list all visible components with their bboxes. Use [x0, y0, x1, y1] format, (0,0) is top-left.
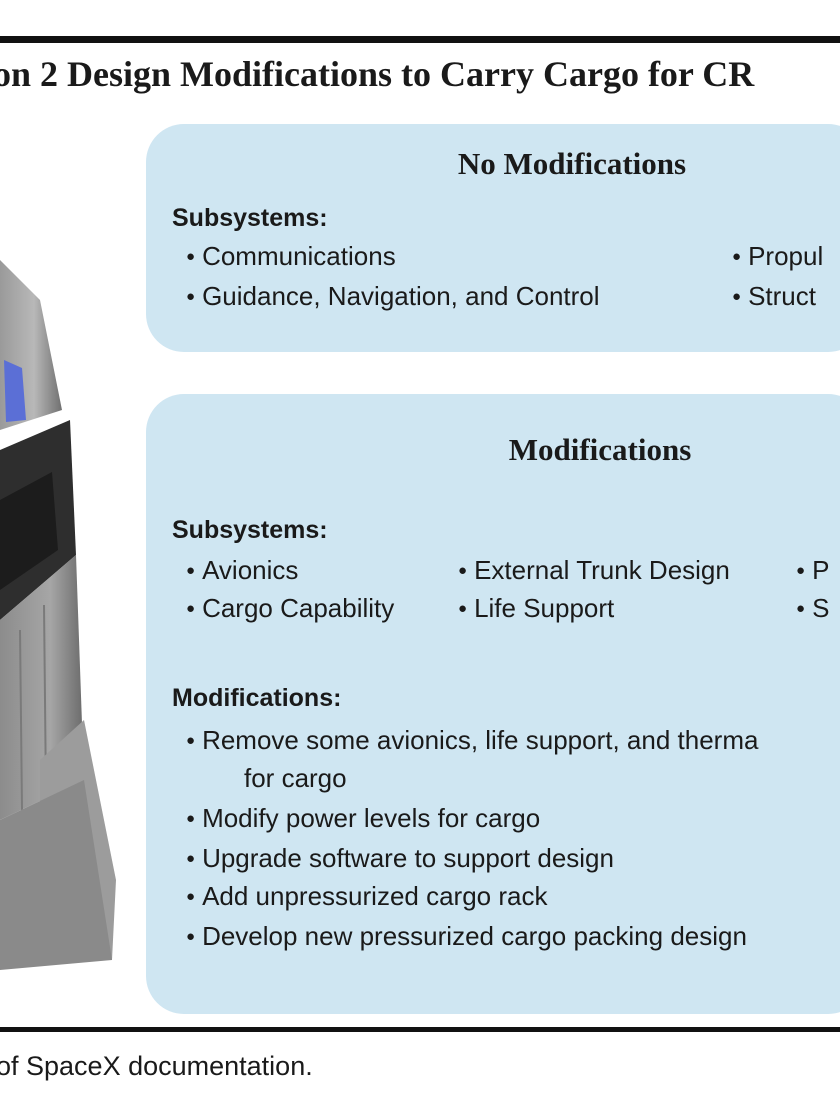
list-item: Struct	[732, 278, 816, 315]
list-item-continuation: for cargo	[244, 763, 347, 793]
list-item: P	[796, 552, 829, 589]
window-icon	[4, 360, 26, 422]
subsystems-label: Subsystems:	[172, 516, 328, 544]
list-item: Life Support	[458, 590, 614, 627]
list-item: Cargo Capability	[186, 590, 394, 627]
figure-title: on 2 Design Modifications to Carry Cargo…	[0, 54, 755, 94]
panel-title: No Modifications	[457, 146, 687, 181]
source-note: of SpaceX documentation.	[0, 1051, 313, 1081]
list-item: External Trunk Design	[458, 552, 730, 589]
list-item: Communications	[186, 238, 396, 275]
top-rule	[0, 36, 840, 43]
list-item: S	[796, 590, 829, 627]
modifications-label: Modifications:	[172, 684, 342, 712]
modifications-panel: Modifications Subsystems: Avionics Exter…	[146, 394, 840, 1014]
dragon-capsule-illustration	[0, 260, 116, 970]
list-item: Propul	[732, 238, 823, 275]
no-modifications-panel: No Modifications Subsystems: Communicati…	[146, 124, 840, 352]
list-item: Add unpressurized cargo rack	[186, 878, 547, 915]
panel-title: Modifications	[508, 432, 692, 467]
bottom-rule	[0, 1027, 840, 1032]
subsystems-label: Subsystems:	[172, 204, 328, 232]
list-item: Modify power levels for cargo	[186, 800, 540, 837]
list-item: Guidance, Navigation, and Control	[186, 278, 599, 315]
list-item: Avionics	[186, 552, 298, 589]
list-item: Develop new pressurized cargo packing de…	[186, 918, 747, 955]
list-item: Remove some avionics, life support, and …	[186, 722, 758, 759]
list-item: Upgrade software to support design	[186, 840, 614, 877]
